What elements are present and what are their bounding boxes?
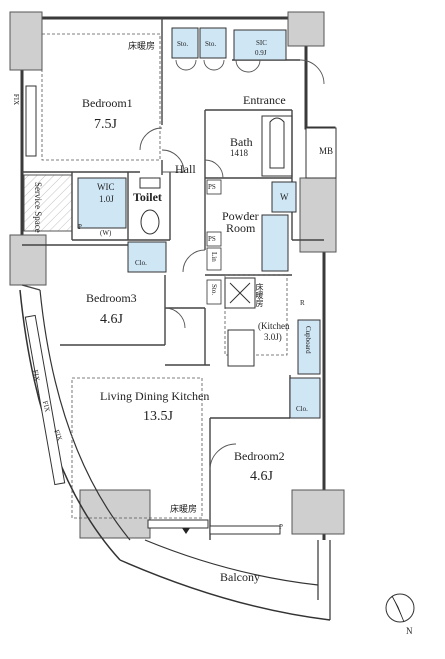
bedroom1-size: 7.5J (94, 117, 117, 132)
fix-windows (24, 85, 66, 486)
sto-hall-label: Sto. (210, 284, 218, 296)
balcony-sliding-door (147, 519, 281, 535)
powder-label-line1: Powder (222, 209, 259, 223)
service-space-area (23, 174, 73, 232)
clo-bedroom3-box (127, 241, 167, 273)
washer-box (271, 181, 297, 213)
clo-bedroom2-box (289, 377, 321, 419)
ps-label-lower: PS (208, 235, 216, 243)
cupboard-box (297, 319, 321, 375)
wic-box (77, 177, 127, 229)
bedroom1-floor-heating-label: 床暖房 (128, 41, 156, 51)
service-space-label: Service Space (33, 182, 43, 233)
lin-label: Lin (210, 252, 218, 262)
kitchen-counter (224, 277, 256, 367)
clo-bedroom2-label: Clo. (296, 405, 308, 413)
sto-right-box (199, 27, 227, 59)
fix-label-2: FIX (40, 399, 52, 413)
entrance-label: Entrance (243, 93, 286, 107)
powder-counter (261, 214, 289, 272)
sto-left-box (171, 27, 199, 59)
small-boxes (206, 179, 222, 305)
floor-heating-outlines (41, 33, 288, 519)
wic-closet-label: (W) (100, 229, 112, 237)
bath-size: 1418 (230, 148, 248, 158)
north-label: N (406, 626, 413, 636)
p-label-left: P (78, 223, 82, 231)
bedroom2-label: Bedroom2 (234, 449, 285, 463)
kitchen-floor-heating-label: 床暖房 (255, 283, 264, 307)
ldk-size: 13.5J (143, 409, 173, 424)
bedroom3-label: Bedroom3 (86, 291, 137, 305)
kitchen-label: (Kitchen (258, 321, 290, 331)
structural-columns (9, 11, 345, 539)
bedroom1-label: Bedroom1 (82, 96, 133, 110)
ldk-floor-heating-label: 床暖房 (170, 504, 198, 514)
ps-label-upper: PS (208, 183, 216, 191)
washer-label: W (280, 192, 289, 202)
bathtub (261, 115, 293, 177)
toilet-fixture (139, 177, 161, 235)
bedroom2-size: 4.6J (250, 469, 273, 484)
wic-size: 1.0J (99, 194, 114, 204)
column-bottom-left (79, 489, 151, 539)
clo-bedroom3-label: Clo. (135, 259, 147, 267)
r-label: R (300, 299, 305, 307)
storage-fixtures (77, 27, 321, 419)
sto-right-label: Sto. (205, 40, 217, 48)
column-left-mid (9, 234, 47, 286)
entrance-marker (182, 528, 190, 534)
sic-size: 0.9J (255, 49, 267, 57)
column-bottom-right (291, 489, 345, 535)
column-top-right (287, 11, 325, 47)
wic-label: WIC (97, 182, 115, 192)
p-label-bottom: P (279, 523, 283, 531)
column-right-mid (299, 177, 337, 253)
mb-label: MB (319, 146, 334, 156)
balcony-label: Balcony (220, 570, 260, 584)
sic-label: SIC (256, 39, 267, 47)
fix-label-1: FIX (31, 369, 42, 382)
mb-box (305, 127, 337, 179)
ldk-label: Living Dining Kitchen (100, 389, 210, 403)
door-swings (139, 59, 325, 471)
kitchen-size: 3.0J) (264, 332, 282, 342)
bedroom3-size: 4.6J (100, 312, 123, 327)
fix-label-bedroom1: FIX (12, 93, 21, 106)
sto-left-label: Sto. (177, 40, 189, 48)
north-arrow-icon (385, 593, 415, 623)
toilet-label: Toilet (133, 190, 162, 204)
powder-label-line2: Room (226, 221, 256, 235)
hall-label: Hall (175, 162, 196, 176)
cupboard-label: Cupboard (304, 326, 312, 354)
column-top-left (9, 11, 43, 71)
sic-box (233, 29, 287, 61)
bath-label: Bath (230, 135, 253, 149)
